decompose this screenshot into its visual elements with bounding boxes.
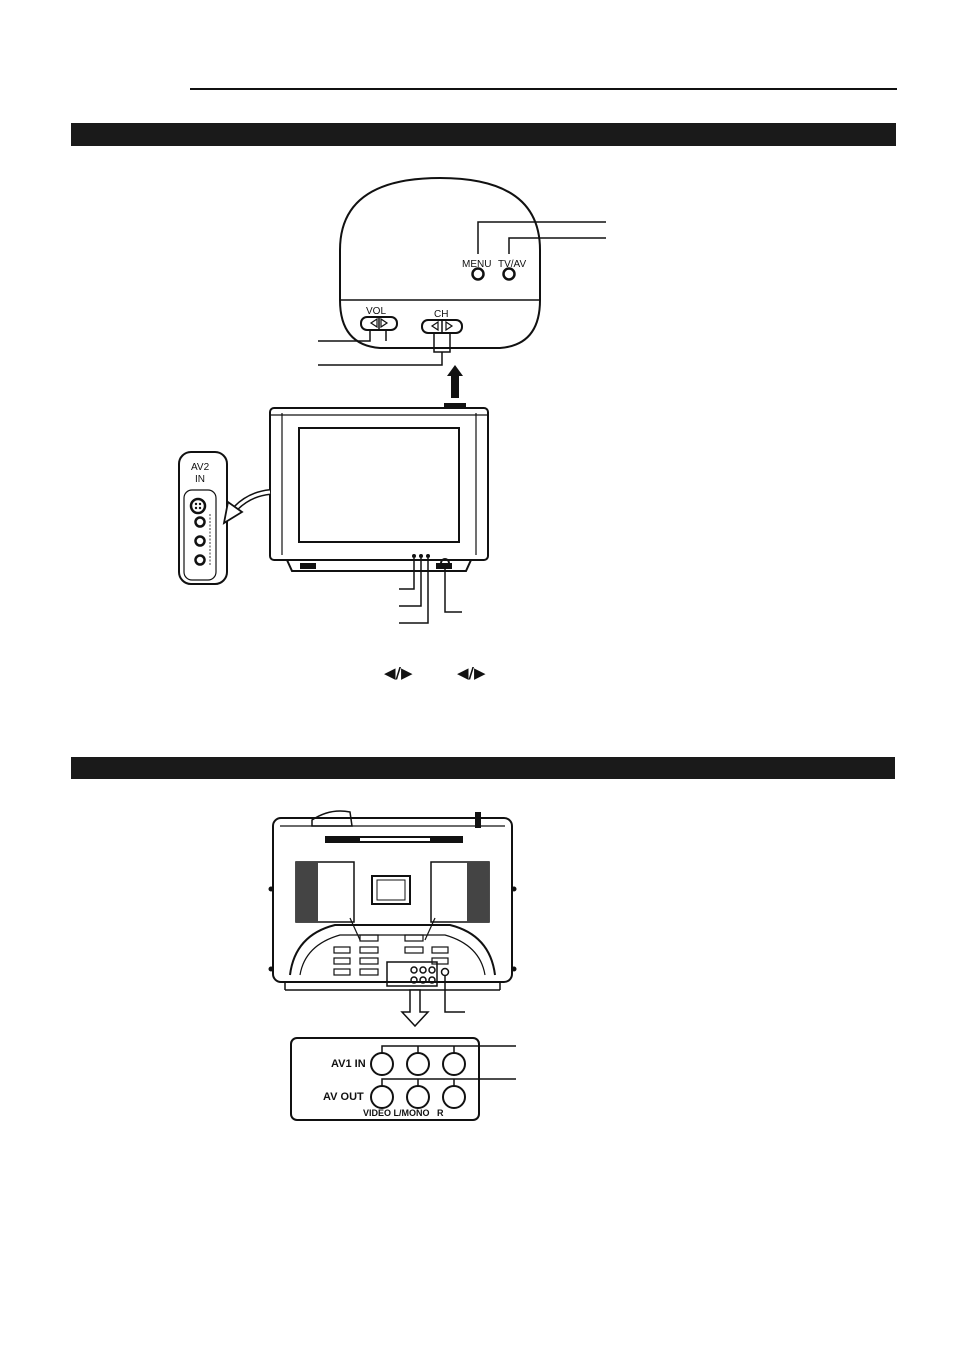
zoom-down-arrow-icon: [400, 989, 430, 1028]
av-out-label: AV OUT: [323, 1091, 364, 1103]
section-bar-front: [71, 123, 896, 146]
control-panel-dome: [339, 176, 541, 349]
rear-jack-leader: [444, 976, 465, 1013]
tv-screen: [298, 427, 460, 543]
menu-leader-line: [477, 221, 606, 254]
av2-jack-2-icon: [194, 535, 206, 547]
section-bar-rear: [71, 757, 895, 779]
vol-label: VOL: [366, 306, 386, 317]
indicator-leader-3: [399, 558, 429, 624]
av1-in-bracket: [381, 1045, 516, 1053]
menu-button-icon: [471, 267, 485, 281]
av1-in-r-jack-icon: [442, 1052, 466, 1076]
tv-rear-body: [268, 810, 517, 991]
rear-small-jack-icon: [440, 967, 450, 977]
ch-label: CH: [434, 309, 448, 320]
svideo-jack-icon: [189, 497, 207, 515]
indicator-leader-1: [399, 558, 415, 590]
arrow-glyph-1: ◀/▶: [384, 664, 413, 682]
rear-view-diagram: [268, 810, 517, 1121]
vol-leader-line: [318, 330, 371, 342]
av-out-video-jack-icon: [370, 1085, 394, 1109]
power-leader: [444, 567, 462, 613]
tvav-button-icon: [502, 267, 516, 281]
vol-slider-icon: [360, 316, 398, 331]
av1-in-l-jack-icon: [406, 1052, 430, 1076]
zoom-up-arrow-icon: [447, 365, 463, 398]
jack-labels: VIDEO L/MONO R: [363, 1108, 444, 1118]
top-rule: [190, 88, 897, 90]
menu-label: MENU: [462, 259, 491, 270]
av1-in-video-jack-icon: [370, 1052, 394, 1076]
av-out-r-jack-icon: [442, 1085, 466, 1109]
av-out-l-jack-icon: [406, 1085, 430, 1109]
front-view-diagram: MENU TV/AV VOL CH: [178, 176, 606, 624]
ch-leader-line: [433, 333, 451, 353]
av1-in-label: AV1 IN: [331, 1058, 366, 1070]
av2-jack-1-icon: [194, 516, 206, 528]
ch-slider-icon: [421, 319, 463, 334]
av-out-bracket: [381, 1078, 516, 1086]
av2-title-in: IN: [195, 474, 205, 485]
rear-jack-panel: [386, 961, 438, 987]
indicator-leader-2: [399, 558, 422, 607]
tv-front-body: [269, 403, 489, 572]
side-panel-callout-arrow-icon: [222, 489, 271, 525]
av2-jack-3-icon: [194, 554, 206, 566]
arrow-glyph-2: ◀/▶: [457, 664, 486, 682]
tvav-leader-line: [508, 237, 606, 254]
av2-title: AV2: [191, 462, 210, 473]
tvav-label: TV/AV: [498, 259, 526, 270]
